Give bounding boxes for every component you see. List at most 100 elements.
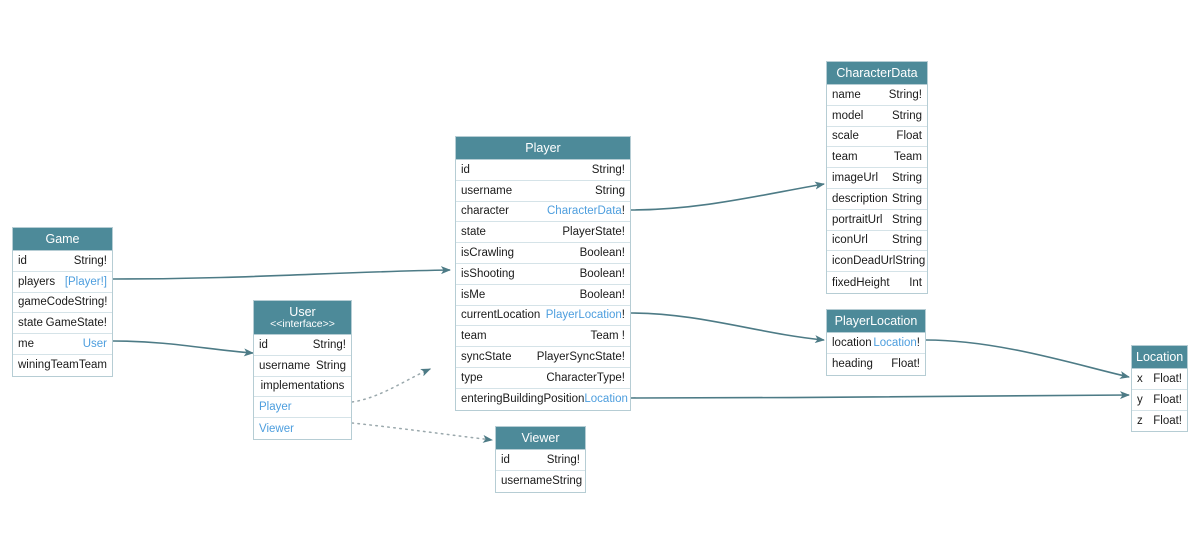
implementations-label: implementations bbox=[260, 380, 345, 393]
field-row: portraitUrl String bbox=[827, 209, 927, 231]
field-name: iconDeadUrl bbox=[832, 255, 896, 268]
field-type: String bbox=[891, 172, 922, 185]
entity-playerlocation[interactable]: PlayerLocation location Location! headin… bbox=[826, 309, 926, 376]
field-row: players [Player!] bbox=[13, 271, 112, 293]
field-type: CharacterType! bbox=[546, 371, 625, 384]
field-name: imageUrl bbox=[832, 172, 879, 185]
entity-player-title: Player bbox=[456, 137, 630, 160]
entity-viewer-title: Viewer bbox=[496, 427, 585, 450]
field-name: isCrawling bbox=[461, 247, 515, 260]
field-name: heading bbox=[832, 358, 873, 371]
field-row: team Team ! bbox=[456, 326, 630, 348]
field-type: Boolean! bbox=[579, 247, 625, 260]
field-row: heading Float! bbox=[827, 353, 925, 375]
field-type: String! bbox=[73, 254, 107, 267]
edge-game-me-to-user bbox=[112, 340, 254, 357]
field-type[interactable]: Location! bbox=[873, 337, 920, 349]
field-name: gameCode bbox=[18, 296, 75, 309]
field-name: character bbox=[461, 205, 509, 218]
implementations-header: implementations bbox=[254, 376, 351, 398]
field-name: scale bbox=[832, 130, 859, 143]
field-type[interactable]: Location bbox=[584, 393, 628, 406]
entity-user-stereotype: <<interface>> bbox=[270, 318, 335, 330]
edge-playerlocation-location-to-location bbox=[925, 339, 1130, 379]
field-type: Team ! bbox=[590, 330, 625, 343]
edge-player-currentlocation-to-playerlocation bbox=[630, 312, 825, 344]
field-type[interactable]: [Player!] bbox=[64, 275, 107, 288]
field-name: name bbox=[832, 88, 861, 101]
entity-location[interactable]: Location x Float! y Float! z Float! bbox=[1131, 345, 1188, 433]
field-name: state bbox=[461, 226, 486, 239]
field-type: Team bbox=[78, 359, 107, 372]
entity-playerlocation-title: PlayerLocation bbox=[827, 310, 925, 333]
field-row: username String bbox=[254, 355, 351, 377]
field-row: fixedHeight Int bbox=[827, 272, 927, 293]
field-type: String bbox=[891, 234, 922, 247]
field-row: y Float! bbox=[1132, 389, 1187, 411]
field-name: y bbox=[1137, 393, 1143, 406]
entity-viewer[interactable]: Viewer id String! username String bbox=[495, 426, 586, 493]
field-row: username String bbox=[456, 180, 630, 202]
implementation-name[interactable]: Viewer bbox=[259, 422, 294, 435]
field-type: Boolean! bbox=[579, 288, 625, 301]
field-type-link[interactable]: PlayerLocation bbox=[545, 309, 622, 322]
field-row: character CharacterData! bbox=[456, 201, 630, 223]
edge-player-character-to-characterdata bbox=[630, 181, 825, 211]
field-type: String! bbox=[312, 338, 346, 351]
field-row: me User bbox=[13, 334, 112, 355]
field-type[interactable]: User bbox=[82, 338, 107, 351]
field-row: iconUrl String bbox=[827, 230, 927, 252]
field-type: Float! bbox=[1153, 393, 1182, 406]
field-name: id bbox=[259, 338, 268, 351]
field-type: PlayerState! bbox=[562, 226, 625, 239]
entity-user[interactable]: User <<interface>> id String! username S… bbox=[253, 300, 352, 440]
field-type: Boolean! bbox=[579, 267, 625, 280]
field-type: Float! bbox=[1153, 414, 1182, 427]
entity-characterdata[interactable]: CharacterData name String! model String … bbox=[826, 61, 928, 294]
entity-player[interactable]: Player id String! username String charac… bbox=[455, 136, 631, 411]
field-name: id bbox=[18, 254, 27, 267]
field-name: team bbox=[461, 330, 487, 343]
field-name: enteringBuildingPosition bbox=[461, 393, 585, 406]
field-type: Int bbox=[909, 276, 922, 289]
field-row: z Float! bbox=[1132, 410, 1187, 432]
field-type-suffix: ! bbox=[621, 309, 625, 322]
field-name: isShooting bbox=[461, 267, 515, 280]
field-row: enteringBuildingPosition Location bbox=[456, 388, 630, 410]
field-name: description bbox=[832, 192, 888, 205]
field-type: PlayerSyncState! bbox=[536, 351, 625, 364]
field-type-link[interactable]: Location bbox=[873, 336, 917, 349]
entity-game[interactable]: Game id String! players [Player!] gameCo… bbox=[12, 227, 113, 377]
implementation-player[interactable]: Player bbox=[254, 397, 351, 419]
field-row: model String bbox=[827, 105, 927, 127]
field-row: state GameState! bbox=[13, 313, 112, 335]
field-type: String bbox=[552, 475, 583, 488]
field-type: Float! bbox=[1153, 372, 1182, 385]
implementation-viewer[interactable]: Viewer bbox=[254, 418, 351, 439]
field-row: isMe Boolean! bbox=[456, 284, 630, 306]
field-type: String bbox=[891, 192, 922, 205]
field-name: syncState bbox=[461, 351, 512, 364]
edge-user-implements-viewer bbox=[351, 422, 493, 443]
field-name: username bbox=[501, 475, 553, 488]
field-type-suffix: ! bbox=[621, 205, 625, 218]
field-type[interactable]: PlayerLocation! bbox=[546, 309, 625, 321]
field-name: portraitUrl bbox=[832, 213, 883, 226]
field-row: team Team bbox=[827, 147, 927, 169]
field-name: me bbox=[18, 338, 34, 351]
edge-game-players-to-player bbox=[112, 266, 451, 280]
field-type: String! bbox=[74, 296, 108, 309]
field-row: id String! bbox=[496, 450, 585, 471]
field-type: String bbox=[895, 255, 926, 268]
implementation-name[interactable]: Player bbox=[259, 401, 292, 414]
field-row: gameCode String! bbox=[13, 292, 112, 314]
field-name: location bbox=[832, 336, 872, 349]
field-row: username String bbox=[496, 470, 585, 492]
field-row: state PlayerState! bbox=[456, 222, 630, 244]
field-type-link[interactable]: CharacterData bbox=[547, 205, 622, 218]
field-row: description String bbox=[827, 188, 927, 210]
field-type: String! bbox=[591, 163, 625, 176]
field-type[interactable]: CharacterData! bbox=[547, 205, 625, 217]
field-name: model bbox=[832, 109, 864, 122]
